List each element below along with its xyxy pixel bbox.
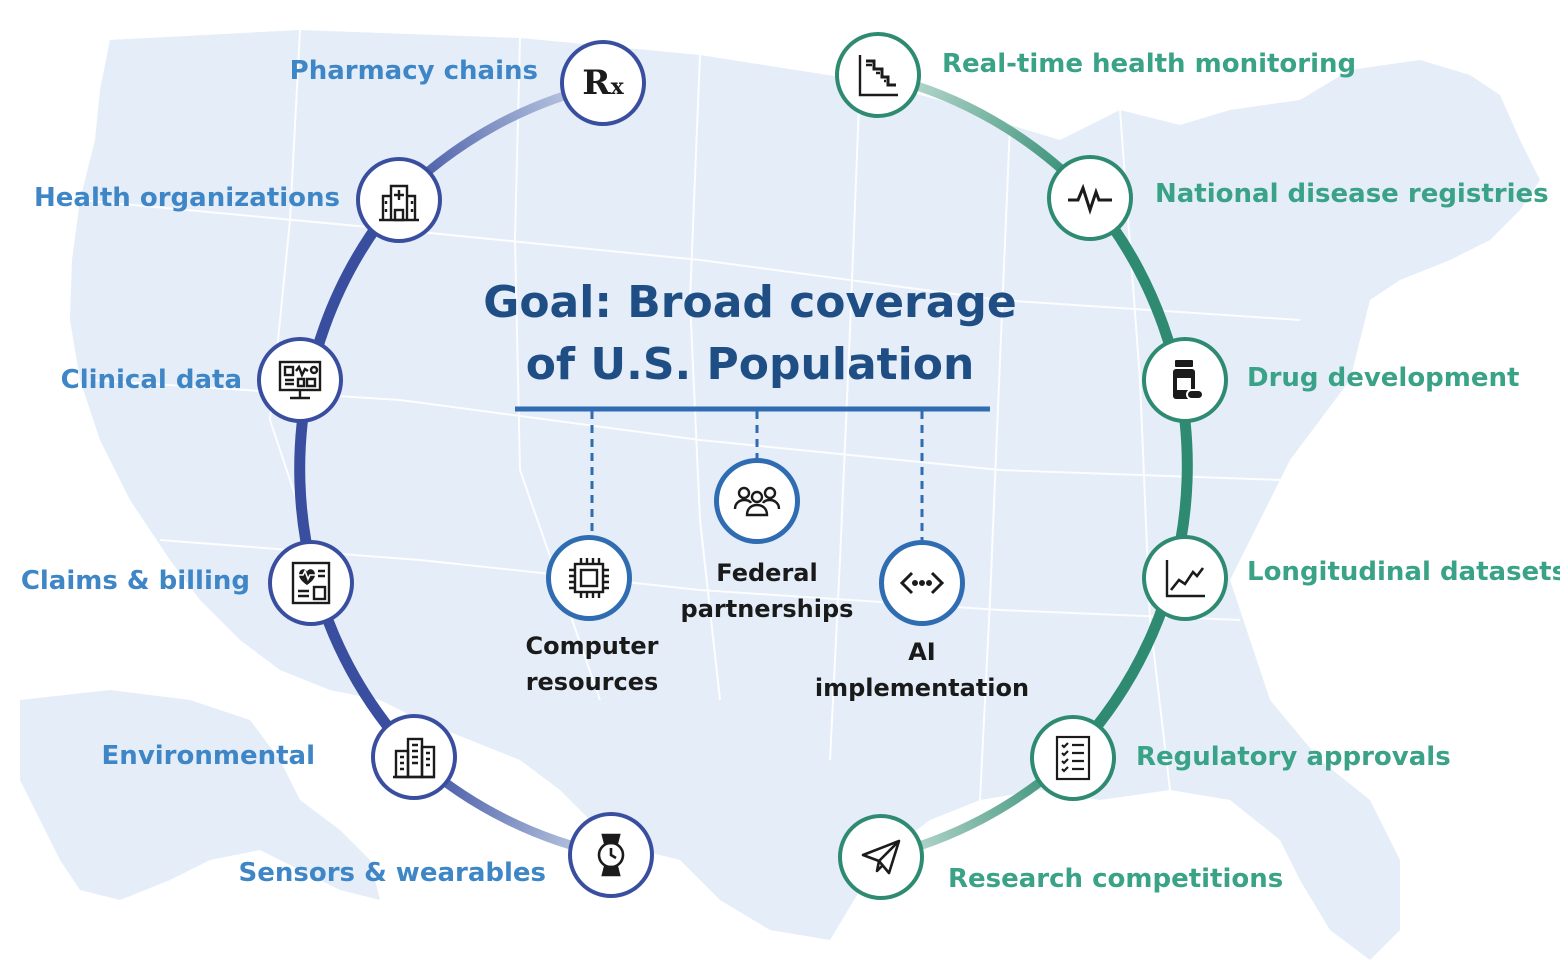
rx-icon: Rx xyxy=(560,40,646,126)
ai-line1: AI xyxy=(908,638,936,666)
label-national-disease-registries: National disease registries xyxy=(1155,179,1549,209)
label-drug-development: Drug development xyxy=(1247,363,1520,393)
label-longitudinal-datasets: Longitudinal datasets xyxy=(1247,557,1560,587)
buildings-icon xyxy=(371,714,457,800)
ai-line2: implementation xyxy=(814,674,1030,702)
computer-line1: Computer xyxy=(525,632,659,660)
label-claims-billing: Claims & billing xyxy=(20,566,250,596)
label-real-time-health-monitoring: Real-time health monitoring xyxy=(942,49,1357,79)
label-environmental: Environmental xyxy=(101,741,315,771)
people-group-icon xyxy=(714,458,800,544)
label-federal-partnerships: Federal partnerships xyxy=(667,555,867,627)
clinical-monitor-icon xyxy=(257,337,343,423)
goal-title: Goal: Broad coverage of U.S. Population xyxy=(430,272,1070,396)
cpu-chip-icon xyxy=(546,535,632,621)
label-clinical-data: Clinical data xyxy=(60,365,242,395)
billing-document-icon xyxy=(268,540,354,626)
federal-line1: Federal xyxy=(716,559,818,587)
pill-bottle-icon xyxy=(1142,337,1228,423)
hospital-icon xyxy=(356,157,442,243)
checklist-icon xyxy=(1030,715,1116,801)
paper-plane-icon xyxy=(838,814,924,900)
label-computer-resources: Computer resources xyxy=(492,628,692,700)
label-regulatory-approvals: Regulatory approvals xyxy=(1136,742,1451,772)
staircase-chart-icon xyxy=(835,32,921,118)
label-ai-implementation: AI implementation xyxy=(812,634,1032,706)
smartwatch-icon xyxy=(568,812,654,898)
computer-line2: resources xyxy=(525,668,659,696)
line-chart-icon xyxy=(1142,535,1228,621)
label-health-organizations: Health organizations xyxy=(34,183,340,213)
goal-title-line1: Goal: Broad coverage xyxy=(483,277,1017,328)
federal-line2: partnerships xyxy=(680,595,854,623)
label-research-competitions: Research competitions xyxy=(948,864,1284,894)
goal-title-line2: of U.S. Population xyxy=(525,339,975,390)
label-pharmacy-chains: Pharmacy chains xyxy=(289,56,538,86)
heartbeat-icon xyxy=(1047,155,1133,241)
code-brackets-icon xyxy=(879,540,965,626)
label-sensors-wearables: Sensors & wearables xyxy=(238,858,546,888)
